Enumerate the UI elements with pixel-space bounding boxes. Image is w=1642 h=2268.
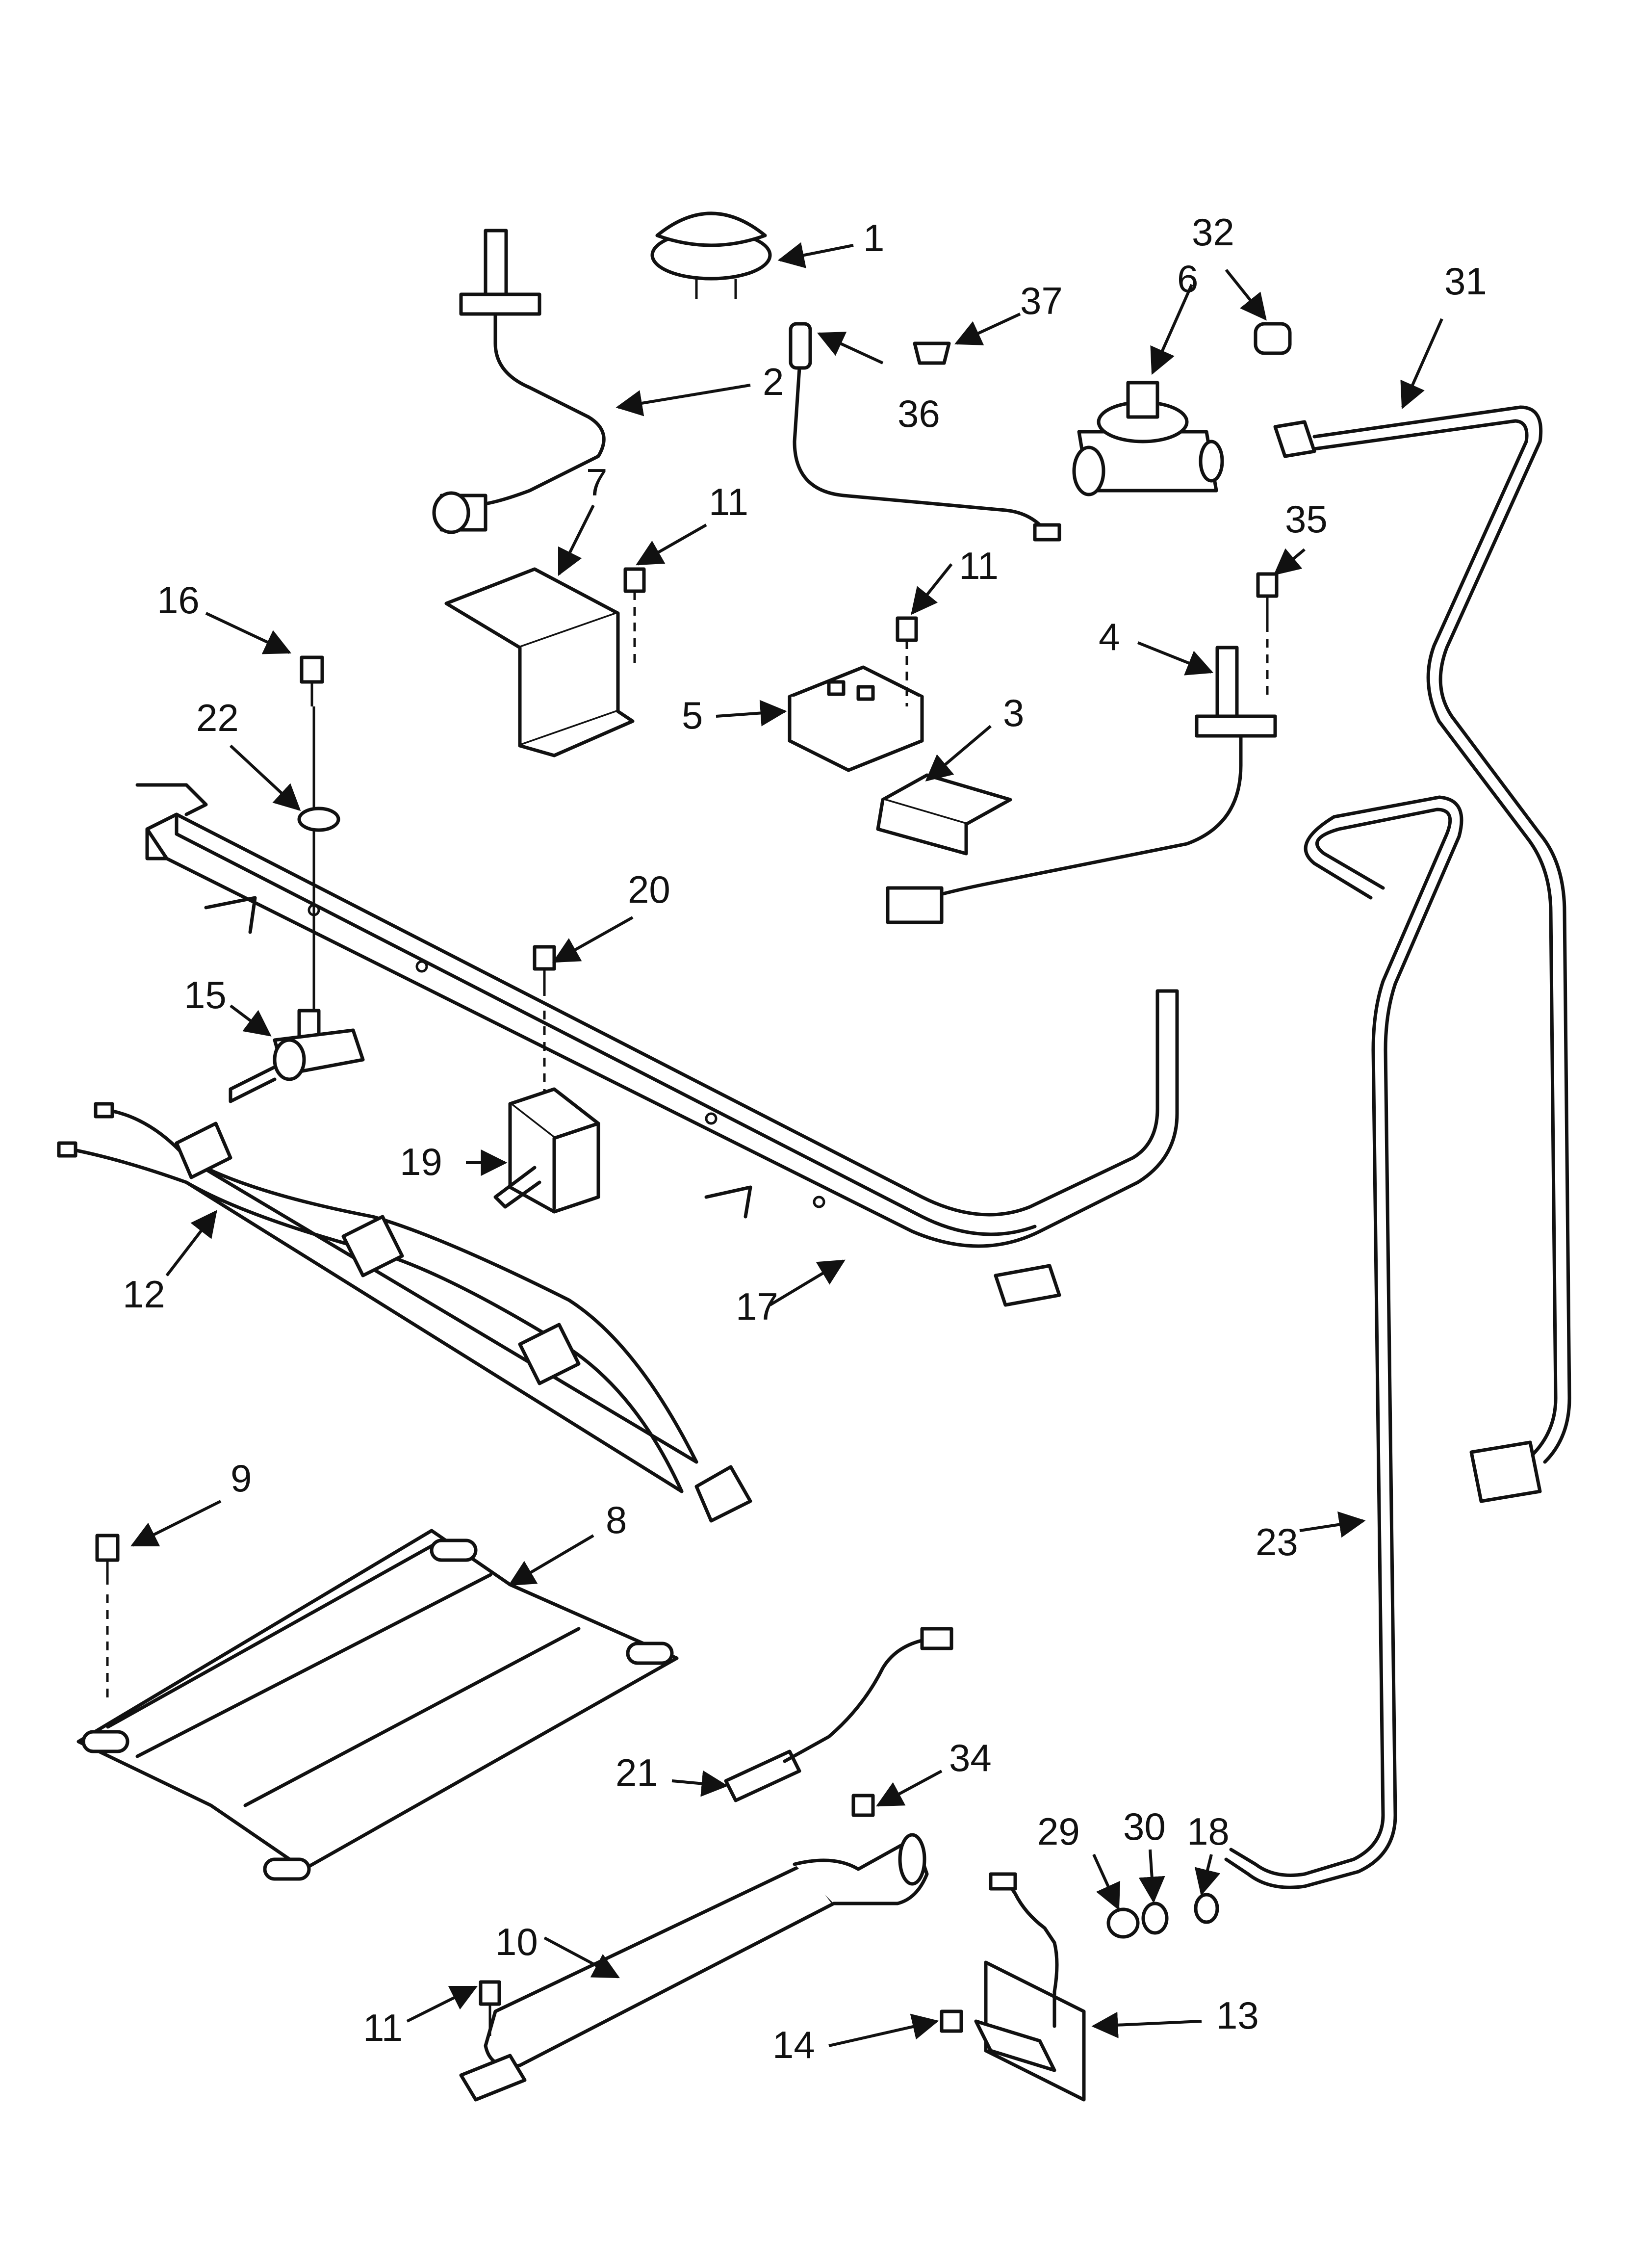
pressure-regulator-part [1072, 381, 1224, 496]
burner-orifice-tube-part [432, 229, 606, 534]
screw-34-part [851, 1794, 875, 1817]
callout-labels: 1 2 3 4 5 6 7 8 9 10 11 11 11 12 13 14 1… [123, 210, 1487, 2066]
callout-11b: 11 [959, 544, 999, 587]
callout-32: 32 [1192, 210, 1234, 254]
screw-14-part [940, 2009, 963, 2033]
callout-18: 18 [1187, 1810, 1230, 1853]
shield-bracket-part [444, 567, 635, 757]
nut-29-part [1106, 1907, 1140, 1939]
callout-17: 17 [736, 1285, 778, 1328]
callout-16: 16 [157, 578, 200, 622]
igniter-part [724, 1627, 953, 1802]
bracket-3-part [876, 773, 1012, 856]
callout-14: 14 [772, 2023, 815, 2066]
oven-ignition-bracket-part [974, 1872, 1086, 2102]
callout-11a: 11 [709, 480, 748, 523]
callout-12: 12 [123, 1273, 165, 1316]
callout-8: 8 [606, 1498, 627, 1541]
screw-11-burner-part [479, 1980, 501, 2036]
callout-36: 36 [898, 392, 940, 435]
clip-part [913, 341, 951, 365]
bushing-18-part [1194, 1893, 1219, 1924]
screw-20-part [533, 945, 556, 1099]
callout-2: 2 [763, 360, 784, 403]
callout-7: 7 [586, 461, 607, 504]
callout-11c: 11 [363, 2006, 403, 2049]
callout-19: 19 [400, 1140, 442, 1183]
callout-30: 30 [1123, 1805, 1166, 1848]
screw-35-part [1256, 572, 1279, 697]
callout-9: 9 [231, 1457, 252, 1500]
burner-pan-part [77, 1529, 679, 1881]
callout-15: 15 [184, 973, 227, 1017]
callout-23: 23 [1256, 1520, 1298, 1564]
fitting-part [1254, 322, 1292, 355]
leader-lines [130, 242, 1443, 2047]
burner-cap-part [650, 211, 772, 299]
callout-29: 29 [1037, 1810, 1080, 1853]
spark-module-part [788, 665, 924, 772]
burner-tube-right-part [886, 646, 1277, 924]
callout-22: 22 [196, 696, 239, 739]
callout-13: 13 [1216, 1994, 1259, 2037]
callout-34: 34 [949, 1736, 992, 1779]
oven-burner-part [459, 1833, 929, 2102]
manifold-rail-part [135, 783, 1179, 1307]
callout-31: 31 [1444, 260, 1487, 303]
callout-37: 37 [1020, 279, 1063, 322]
ignition-switch-part [493, 1087, 600, 1214]
callout-5: 5 [682, 694, 703, 737]
screw-11-module-part [896, 616, 918, 706]
manifold-tube-part [1273, 405, 1571, 1503]
callout-3: 3 [1003, 691, 1024, 734]
screw-9-part [95, 1534, 120, 1697]
callout-1: 1 [863, 216, 884, 260]
callout-4: 4 [1099, 615, 1120, 658]
callout-21: 21 [616, 1751, 658, 1794]
wire-harness-part [57, 1102, 752, 1523]
burner-valve-part [229, 1009, 365, 1103]
screw-11-shield-part [623, 567, 646, 667]
spark-electrode-part [789, 322, 1061, 542]
gas-line-tube-part [1224, 795, 1463, 1889]
callout-6: 6 [1177, 257, 1198, 300]
screw-16-part [300, 655, 324, 706]
callout-35: 35 [1285, 497, 1328, 541]
callout-20: 20 [628, 868, 670, 911]
washer-30-part [1141, 1902, 1169, 1935]
callout-10: 10 [495, 1920, 538, 1963]
washer-22-part [297, 706, 340, 1011]
